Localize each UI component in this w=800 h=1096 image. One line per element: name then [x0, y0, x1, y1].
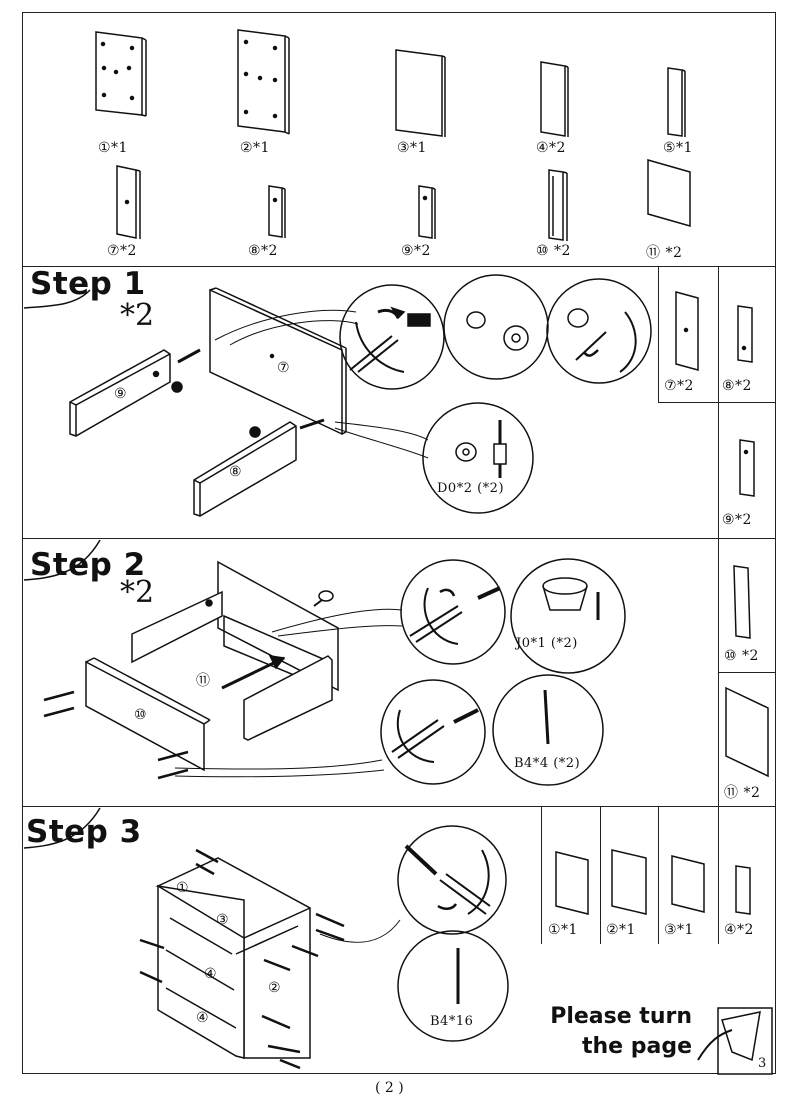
step2-title: Step 2 [30, 547, 146, 583]
divider-step3 [22, 806, 776, 807]
part-tag: ④ [196, 1010, 210, 1026]
side-part-2 [611, 849, 647, 915]
step3-detail-screw [397, 930, 509, 1042]
step2-drawer [85, 560, 339, 772]
part-9-panel [418, 185, 436, 239]
part-tag: ⑪ [196, 673, 211, 689]
step2-detail-knob-screw [400, 559, 506, 665]
page-number: 3 [758, 1056, 767, 1071]
part-label: ⑨*2 [401, 243, 431, 259]
turn-page-icon [697, 1007, 773, 1075]
part-10-panel [548, 169, 568, 241]
side-part-3 [671, 855, 705, 913]
step2-multiplier: *2 [120, 575, 155, 610]
part-label: ④*2 [536, 140, 566, 156]
page-frame [22, 12, 776, 1074]
step3-detail-screwdriver [397, 825, 507, 935]
part-tag: ⑧ [229, 464, 243, 480]
turn-page-line2: the page [581, 1034, 692, 1059]
step1-title: Step 1 [30, 266, 146, 302]
part-tag: ② [268, 980, 282, 996]
part-5-panel [667, 67, 686, 137]
side-part-9 [739, 439, 755, 497]
step2-detail-side-screw [380, 679, 486, 785]
hardware-label: B4*4 (*2) [514, 756, 581, 771]
side-part-label: ③*1 [664, 922, 694, 938]
step2-detail-screw [492, 674, 604, 786]
side-divider [658, 806, 659, 944]
part-tag: ⑦ [277, 360, 291, 376]
side-part-7 [675, 291, 699, 371]
part-1-panel [95, 31, 147, 117]
part-label: ⑪ *2 [646, 245, 683, 261]
step1-board-9 [69, 349, 171, 437]
part-label: ⑧*2 [248, 243, 278, 259]
step3-cabinet [155, 857, 311, 1059]
divider-step1 [22, 266, 776, 267]
part-11-panel [647, 159, 691, 227]
hardware-label: D0*2 (*2) [437, 481, 505, 496]
side-part-10 [733, 565, 751, 639]
step1-multiplier: *2 [120, 298, 155, 333]
side-part-label: ⑪ *2 [724, 785, 761, 801]
part-label: ⑩ *2 [536, 243, 571, 259]
hardware-label: J0*1 (*2) [516, 636, 578, 651]
side-divider [658, 266, 659, 402]
part-2-panel [237, 29, 290, 135]
step1-board-8 [193, 421, 297, 517]
step1-detail-cam-turn [546, 278, 652, 384]
part-3-panel [395, 49, 446, 137]
side-divider [658, 402, 718, 403]
side-part-label: ②*1 [606, 922, 636, 938]
part-4-panel [540, 61, 569, 137]
side-divider [600, 806, 601, 944]
divider-step2 [22, 538, 776, 539]
part-label: ⑦*2 [107, 243, 137, 259]
side-part-11 [725, 686, 769, 778]
side-divider [718, 672, 776, 673]
part-tag: ① [176, 880, 190, 896]
part-tag: ④ [204, 966, 218, 982]
footer-page-label: ( 2 ) [375, 1080, 404, 1096]
part-7-panel [116, 165, 141, 239]
part-tag: ③ [216, 912, 230, 928]
turn-page-notice: Please turn the page [540, 1002, 692, 1062]
part-label: ①*1 [98, 140, 128, 156]
part-label: ③*1 [397, 140, 427, 156]
side-part-label: ⑨*2 [722, 512, 752, 528]
side-divider [718, 806, 719, 944]
side-part-label: ⑩ *2 [724, 648, 759, 664]
side-part-label: ⑧*2 [722, 378, 752, 394]
side-part-1 [555, 851, 589, 915]
step3-title: Step 3 [26, 814, 142, 850]
side-part-label: ⑦*2 [664, 378, 694, 394]
turn-page-line1: Please turn [550, 1004, 692, 1029]
part-8-panel [268, 185, 286, 238]
part-label: ②*1 [240, 140, 270, 156]
step2-detail-knob [510, 558, 626, 674]
part-tag: ⑩ [134, 707, 148, 723]
step1-detail-screwdriver [339, 284, 445, 390]
side-divider [541, 806, 542, 944]
hardware-label: B4*16 [430, 1014, 474, 1029]
step1-detail-cam-lock [443, 274, 549, 380]
part-label: ⑤*1 [663, 140, 693, 156]
part-tag: ⑨ [114, 386, 128, 402]
side-part-label: ④*2 [724, 922, 754, 938]
side-part-label: ①*1 [548, 922, 578, 938]
step1-detail-dowel [422, 402, 534, 514]
side-part-8 [737, 305, 753, 363]
side-divider [718, 402, 776, 403]
side-part-4 [735, 865, 751, 915]
